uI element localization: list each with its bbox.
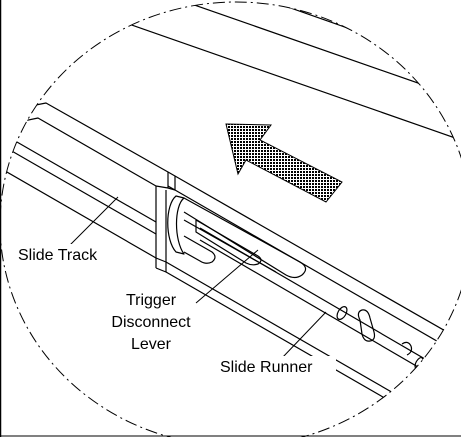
leader-slide-track <box>69 196 119 246</box>
callout-slide-runner: Slide Runner <box>218 356 336 376</box>
label-trigger: Trigger <box>126 292 177 309</box>
arrow-up-left-icon <box>225 123 343 203</box>
callout-slide-track: Slide Track <box>16 244 108 264</box>
slide-runner <box>165 175 461 437</box>
leader-lines <box>69 196 327 359</box>
callout-trigger-disconnect-lever: Trigger Disconnect Lever <box>100 289 204 353</box>
runner-slot-end <box>401 341 413 356</box>
label-disconnect: Disconnect <box>111 314 191 331</box>
runner-hole <box>414 356 424 370</box>
adjacent-drawer-corner <box>397 341 461 437</box>
drawer-side-panel <box>59 2 461 141</box>
label-lever: Lever <box>131 336 172 353</box>
leader-trigger-lever <box>195 249 259 304</box>
trigger-disconnect-lever <box>167 195 307 279</box>
label-slide-runner: Slide Runner <box>220 359 313 376</box>
runner-slot <box>357 309 376 342</box>
label-slide-track: Slide Track <box>18 247 98 264</box>
runner-hole <box>336 306 348 320</box>
leader-slide-runner <box>281 311 327 359</box>
